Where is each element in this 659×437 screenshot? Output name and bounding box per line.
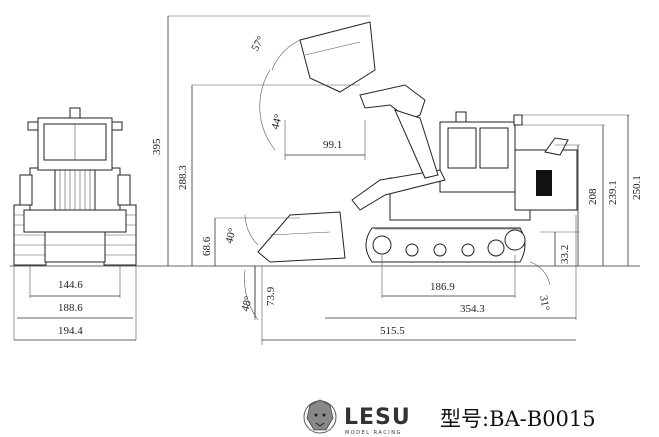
lion-logo-icon — [303, 399, 337, 434]
dim-hood-height: 208 — [587, 188, 599, 205]
front-bucket — [44, 231, 106, 263]
brand-block: LESU MODEL RACING 型号:BA-B0015 — [303, 399, 596, 436]
dim-overall-length: 515.5 — [380, 325, 405, 337]
side-view — [244, 21, 578, 321]
dim-track-length: 186.9 — [430, 281, 455, 293]
dim-lift-height: 288.3 — [177, 165, 189, 190]
front-view — [13, 107, 137, 266]
side-engine-vent — [536, 170, 552, 196]
dim-front-width-inner: 144.6 — [58, 279, 83, 291]
dim-rollback-angle: 40° — [223, 227, 239, 245]
arc-dig — [244, 269, 259, 321]
brand-name: LESU — [344, 405, 411, 430]
dim-dig-angle: 48° — [239, 295, 255, 313]
dim-total-height: 250.1 — [631, 175, 643, 200]
dim-cab-height: 239.1 — [607, 180, 619, 205]
dim-front-width-mid: 188.6 — [58, 302, 83, 314]
front-beacon — [69, 107, 81, 119]
arc-rollback — [244, 214, 259, 246]
dim-tilt-angle: 44° — [269, 113, 285, 131]
side-upper-boom — [359, 84, 426, 121]
dim-front-width-outer: 194.4 — [58, 325, 83, 337]
dim-bucket-reach: 99.1 — [323, 139, 342, 151]
dim-departure-angle: 31° — [537, 294, 551, 311]
model-label: 型号:BA-B0015 — [440, 407, 596, 431]
side-dimensions: 395 288.3 68.6 99.1 57° 44° 40° 73.9 48°… — [151, 15, 643, 345]
dim-clearance: 33.2 — [559, 245, 571, 264]
side-cab-window-front — [447, 127, 477, 169]
dim-body-length: 354.3 — [460, 303, 485, 315]
dim-dump-angle: 57° — [249, 34, 267, 53]
dim-hinge-height: 68.6 — [201, 236, 213, 256]
arc-dump — [271, 39, 301, 71]
side-cab-window-rear — [479, 127, 509, 169]
front-dimensions: 144.6 188.6 194.4 — [13, 266, 137, 341]
front-lift-frame — [23, 209, 127, 233]
brand-tagline: MODEL RACING — [345, 430, 402, 436]
side-bucket-raised — [299, 21, 376, 93]
side-lower-boom — [351, 169, 446, 211]
dim-dig-depth: 73.9 — [265, 286, 277, 306]
side-bucket-lowered — [257, 211, 346, 263]
dim-max-height: 395 — [151, 138, 163, 155]
